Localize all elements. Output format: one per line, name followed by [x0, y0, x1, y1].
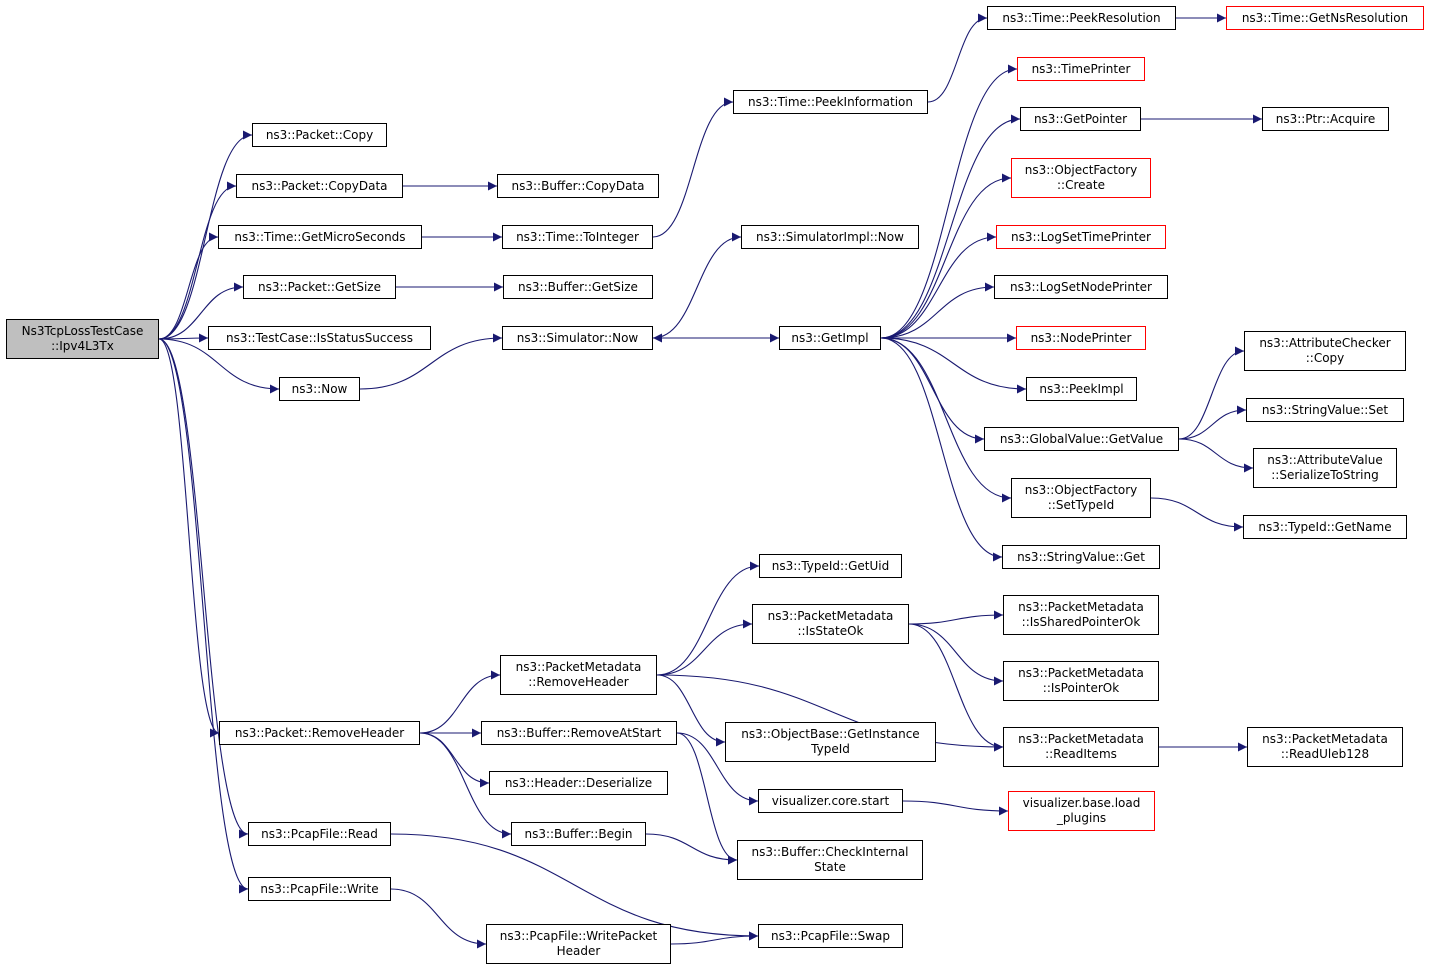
node-ptr-acquire[interactable]: ns3::Ptr::Acquire	[1262, 107, 1389, 131]
edge-root-to-ns3-now	[158, 338, 280, 394]
edge-packetmetadata-isstateok-to-packetmetadata-ispointerok	[908, 623, 1004, 686]
node-objectfactory-create[interactable]: ns3::ObjectFactory ::Create	[1011, 158, 1151, 198]
node-packetmetadata-removeheader[interactable]: ns3::PacketMetadata ::RemoveHeader	[500, 655, 657, 695]
node-stringvalue-set[interactable]: ns3::StringValue::Set	[1246, 398, 1404, 422]
edge-root-to-pcapfile-write	[158, 338, 249, 894]
node-buffer-checkinternalstate[interactable]: ns3::Buffer::CheckInternal State	[737, 840, 923, 880]
node-nodeprinter[interactable]: ns3::NodePrinter	[1016, 326, 1146, 350]
node-packet-getsize[interactable]: ns3::Packet::GetSize	[243, 275, 396, 299]
edge-packet-removeheader-to-packetmetadata-removeheader	[419, 670, 501, 734]
edge-getimpl-to-logsettimeprinter	[880, 232, 997, 339]
edge-pcapfile-read-to-pcapfile-swap	[390, 833, 759, 941]
node-packetmetadata-issharedpointerok[interactable]: ns3::PacketMetadata ::IsSharedPointerOk	[1003, 595, 1159, 635]
edge-packetmetadata-removeheader-to-packetmetadata-readitems	[656, 674, 1004, 752]
edge-getimpl-to-logsetnodeprinter	[880, 282, 995, 339]
edge-getimpl-to-peekimpl	[880, 337, 1027, 394]
edge-time-tointeger-to-time-peekinformation	[652, 97, 734, 238]
node-getimpl[interactable]: ns3::GetImpl	[779, 326, 881, 350]
node-peekimpl[interactable]: ns3::PeekImpl	[1026, 377, 1137, 401]
edge-packet-removeheader-to-header-deserialize	[419, 732, 490, 788]
edge-root-to-packet-getsize	[158, 282, 244, 340]
edge-buffer-removeatstart-to-visualizer-core-start	[676, 732, 759, 806]
node-ns3-now[interactable]: ns3::Now	[279, 377, 360, 401]
edge-getimpl-to-objectfactory-create	[880, 173, 1012, 339]
node-time-peekinformation[interactable]: ns3::Time::PeekInformation	[733, 90, 928, 114]
node-objectbase-getinstancetypeid[interactable]: ns3::ObjectBase::GetInstance TypeId	[725, 722, 936, 762]
node-simulator-now[interactable]: ns3::Simulator::Now	[502, 326, 653, 350]
edge-buffer-begin-to-buffer-checkinternalstate	[645, 833, 738, 865]
node-timeprinter[interactable]: ns3::TimePrinter	[1017, 57, 1145, 81]
node-packetmetadata-isstateok[interactable]: ns3::PacketMetadata ::IsStateOk	[752, 604, 909, 644]
node-header-deserialize[interactable]: ns3::Header::Deserialize	[489, 771, 668, 795]
node-time-getnsresolution[interactable]: ns3::Time::GetNsResolution	[1226, 6, 1424, 30]
node-root: Ns3TcpLossTestCase ::Ipv4L3Tx	[6, 319, 159, 359]
node-buffer-getsize[interactable]: ns3::Buffer::GetSize	[503, 275, 653, 299]
edge-packetmetadata-removeheader-to-objectbase-getinstancetypeid	[656, 674, 726, 747]
node-buffer-copydata[interactable]: ns3::Buffer::CopyData	[497, 174, 659, 198]
edge-globalvalue-getvalue-to-attributechecker-copy	[1178, 346, 1245, 440]
node-pcapfile-writepacketheader[interactable]: ns3::PcapFile::WritePacket Header	[486, 924, 671, 964]
node-typeid-getname[interactable]: ns3::TypeId::GetName	[1243, 515, 1407, 539]
node-time-getmicroseconds[interactable]: ns3::Time::GetMicroSeconds	[218, 225, 422, 249]
edge-getimpl-to-globalvalue-getvalue	[880, 337, 985, 444]
edge-visualizer-core-start-to-visualizer-base-load-plugins	[902, 800, 1009, 816]
node-packetmetadata-readitems[interactable]: ns3::PacketMetadata ::ReadItems	[1003, 727, 1159, 767]
edge-buffer-removeatstart-to-buffer-checkinternalstate	[676, 732, 738, 865]
node-packetmetadata-ispointerok[interactable]: ns3::PacketMetadata ::IsPointerOk	[1003, 661, 1159, 701]
edge-time-peekinformation-to-time-peekresolution	[927, 13, 988, 103]
node-buffer-begin[interactable]: ns3::Buffer::Begin	[511, 822, 646, 846]
node-packet-removeheader[interactable]: ns3::Packet::RemoveHeader	[219, 721, 420, 745]
edge-root-to-packet-removeheader	[158, 338, 220, 738]
node-getpointer[interactable]: ns3::GetPointer	[1020, 107, 1141, 131]
node-packet-copydata[interactable]: ns3::Packet::CopyData	[236, 174, 403, 198]
edge-getimpl-to-stringvalue-get	[880, 337, 1003, 562]
node-objectfactory-settypeid[interactable]: ns3::ObjectFactory ::SetTypeId	[1011, 478, 1151, 518]
edge-pcapfile-writepacketheader-to-pcapfile-swap	[670, 931, 759, 945]
node-visualizer-base-load-plugins[interactable]: visualizer.base.load _plugins	[1008, 791, 1155, 831]
edge-packetmetadata-removeheader-to-packetmetadata-isstateok	[656, 619, 753, 676]
edge-packetmetadata-isstateok-to-packetmetadata-readitems	[908, 623, 1004, 752]
edge-packetmetadata-removeheader-to-typeid-getuid	[656, 561, 760, 676]
edge-root-to-time-getmicroseconds	[158, 232, 219, 340]
node-attributevalue-serializetostring[interactable]: ns3::AttributeValue ::SerializeToString	[1253, 448, 1397, 488]
node-time-peekresolution[interactable]: ns3::Time::PeekResolution	[987, 6, 1176, 30]
node-testcase-isstatussuccess[interactable]: ns3::TestCase::IsStatusSuccess	[208, 326, 431, 350]
node-logsettimeprinter[interactable]: ns3::LogSetTimePrinter	[996, 225, 1166, 249]
edge-getimpl-to-getpointer	[880, 114, 1021, 339]
node-time-tointeger[interactable]: ns3::Time::ToInteger	[502, 225, 653, 249]
node-pcapfile-write[interactable]: ns3::PcapFile::Write	[248, 877, 391, 901]
node-pcapfile-swap[interactable]: ns3::PcapFile::Swap	[758, 924, 903, 948]
edge-pcapfile-write-to-pcapfile-writepacketheader	[390, 888, 487, 949]
edge-globalvalue-getvalue-to-stringvalue-set	[1178, 405, 1247, 440]
edge-packetmetadata-isstateok-to-packetmetadata-issharedpointerok	[908, 610, 1004, 625]
node-typeid-getuid[interactable]: ns3::TypeId::GetUid	[759, 554, 902, 578]
edge-packet-removeheader-to-buffer-begin	[419, 732, 512, 839]
node-pcapfile-read[interactable]: ns3::PcapFile::Read	[248, 822, 391, 846]
node-attributechecker-copy[interactable]: ns3::AttributeChecker ::Copy	[1244, 331, 1406, 371]
edge-getimpl-to-timeprinter	[880, 64, 1018, 339]
node-globalvalue-getvalue[interactable]: ns3::GlobalValue::GetValue	[984, 427, 1179, 451]
edge-globalvalue-getvalue-to-attributevalue-serializetostring	[1178, 438, 1254, 473]
node-simulatorimpl-now[interactable]: ns3::SimulatorImpl::Now	[741, 225, 919, 249]
node-visualizer-core-start[interactable]: visualizer.core.start	[758, 789, 903, 813]
edge-simulator-now-to-simulatorimpl-now	[652, 232, 742, 339]
edge-root-to-packet-copydata	[158, 181, 237, 340]
edge-root-to-pcapfile-read	[158, 338, 249, 839]
edge-objectfactory-settypeid-to-typeid-getname	[1150, 497, 1244, 532]
edge-ns3-now-to-simulator-now	[359, 333, 503, 390]
node-logsetnodeprinter[interactable]: ns3::LogSetNodePrinter	[994, 275, 1168, 299]
node-packet-copy[interactable]: ns3::Packet::Copy	[252, 123, 387, 147]
node-stringvalue-get[interactable]: ns3::StringValue::Get	[1002, 545, 1160, 569]
edge-getimpl-to-objectfactory-settypeid	[880, 337, 1012, 503]
node-packetmetadata-readuleb128[interactable]: ns3::PacketMetadata ::ReadUleb128	[1247, 727, 1403, 767]
node-buffer-removeatstart[interactable]: ns3::Buffer::RemoveAtStart	[481, 721, 677, 745]
